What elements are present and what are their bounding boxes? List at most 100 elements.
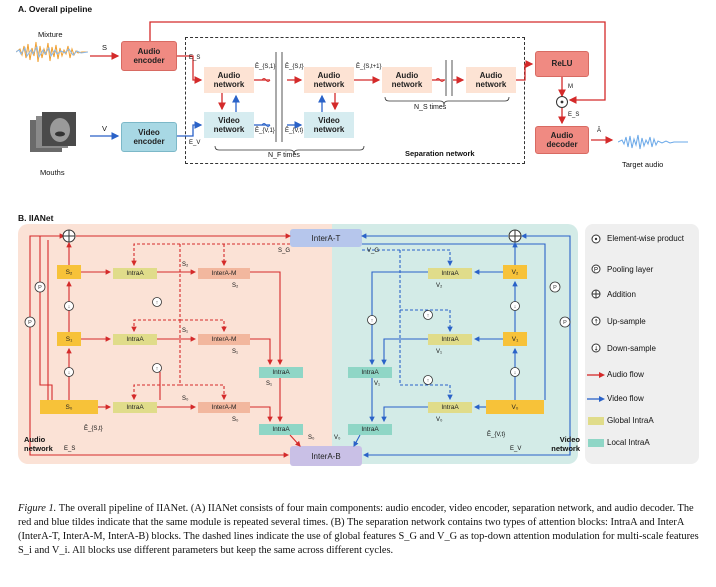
separation-network-label: Separation network — [405, 149, 475, 158]
mixture-label: Mixture — [38, 30, 63, 39]
label-sg: S_G — [278, 248, 291, 254]
label-a: Ā — [597, 128, 602, 134]
legend-item-addition: Addition — [585, 289, 636, 299]
intera-m-1: InterA-M — [198, 334, 250, 345]
audio-intraa-local-0: IntraA — [259, 424, 303, 435]
target-waveform — [618, 134, 688, 150]
video-network-1: Video network — [204, 112, 254, 138]
element-wise-product-icon — [585, 234, 607, 244]
nf-times-label: N_F times — [268, 152, 300, 159]
legend-item-pooling: P Pooling layer — [585, 264, 653, 274]
label-evt-b: Ē_{V,t} — [487, 432, 506, 438]
label-v0-out: V₀ — [436, 417, 443, 423]
caption-lead: Figure 1. — [18, 503, 57, 514]
legend-item-video-flow: Video flow — [585, 394, 644, 403]
svg-text:↑: ↑ — [156, 300, 159, 306]
audio-flow-icon — [585, 371, 607, 379]
separation-network-frame — [185, 37, 525, 164]
video-network-label: Video network — [551, 435, 580, 453]
node-s0: S₀ — [40, 400, 98, 414]
section-b-title: B. IIANet — [18, 213, 54, 223]
svg-text:P: P — [28, 320, 32, 326]
mouths-image — [30, 112, 76, 152]
svg-text:P: P — [594, 268, 598, 274]
audio-intraa-global-2: IntraA — [113, 268, 157, 279]
node-v2: V₂ — [503, 265, 527, 279]
audio-decoder: Audio decoder — [535, 126, 589, 154]
svg-text:↑: ↑ — [156, 366, 159, 372]
svg-text:↓: ↓ — [68, 304, 71, 310]
svg-text:↑: ↑ — [427, 378, 430, 384]
label-es-b: E_S — [64, 446, 76, 452]
label-es-out: E_S — [568, 112, 580, 118]
video-intraa-global-1: IntraA — [428, 334, 472, 345]
label-est: Ē_{S,t} — [285, 64, 304, 70]
audio-network-3: Audio network — [382, 67, 432, 93]
label-s0-bar: S₀ — [182, 396, 189, 402]
audio-encoder: Audio encoder — [121, 41, 177, 71]
up-sample-icon: ↑ — [585, 316, 607, 326]
down-sample-icon: ↓ — [585, 343, 607, 353]
video-intraa-global-2: IntraA — [428, 268, 472, 279]
legend-item-product: Element-wise product — [585, 234, 687, 244]
audio-network-label: Audio network — [24, 435, 53, 453]
addition-icon — [585, 289, 607, 299]
legend-item-global-intraa: Global IntraA — [585, 416, 654, 425]
svg-text:↑: ↑ — [427, 313, 430, 319]
video-network-2: Video network — [304, 112, 354, 138]
svg-text:↓: ↓ — [514, 370, 517, 376]
label-v1-out: V₁ — [436, 349, 443, 355]
label-ev-b: E_V — [510, 446, 522, 452]
caption-text: The overall pipeline of IIANet. (A) IIAN… — [18, 503, 699, 556]
label-s2-bar: S₂ — [182, 262, 189, 268]
global-intraa-icon — [585, 416, 607, 425]
legend-item-audio-flow: Audio flow — [585, 370, 644, 379]
video-intraa-global-0: IntraA — [428, 402, 472, 413]
audio-network-4: Audio network — [466, 67, 516, 93]
label-evt: Ē_{V,t} — [285, 128, 304, 134]
audio-network-1: Audio network — [204, 67, 254, 93]
target-audio-label: Target audio — [622, 160, 664, 169]
section-a-title: A. Overall pipeline — [18, 4, 93, 14]
ns-times-label: N_S times — [414, 104, 447, 111]
label-es1: Ē_{S,1} — [255, 64, 276, 70]
label-est-b: Ē_{S,t} — [84, 426, 103, 432]
node-s1: S₁ — [57, 332, 81, 346]
svg-text:P: P — [38, 285, 42, 291]
legend-item-upsample: ↑ Up-sample — [585, 316, 646, 326]
video-encoder: Video encoder — [121, 122, 177, 152]
label-ev1: Ē_{V,1} — [255, 128, 275, 134]
svg-text:↓: ↓ — [514, 304, 517, 310]
audio-intraa-global-0: IntraA — [113, 402, 157, 413]
label-s2-out: S₂ — [232, 283, 239, 289]
node-v0: V₀ — [486, 400, 544, 414]
svg-text:↑: ↑ — [371, 318, 374, 324]
label-v2-out: V₂ — [436, 283, 443, 289]
label-v1-local: V₁ — [374, 381, 381, 387]
label-vg: V_G — [367, 248, 380, 254]
label-est1: Ē_{S,t+1} — [356, 64, 382, 70]
node-v1: V₁ — [503, 332, 527, 346]
relu-block: ReLU — [535, 51, 589, 77]
mixture-waveform — [16, 41, 88, 63]
svg-text:↑: ↑ — [593, 319, 598, 326]
intera-m-0: InterA-M — [198, 402, 250, 413]
video-intraa-local-0: IntraA — [348, 424, 392, 435]
label-s1-out: S₁ — [232, 349, 239, 355]
audio-intraa-local-1: IntraA — [259, 367, 303, 378]
section-b-connections: PP PP ↓↓ ↓↓ ↑↑ ↑↑↑ — [24, 229, 571, 458]
intera-t-block: InterA-T — [290, 229, 362, 247]
label-ev: E_V — [189, 140, 201, 146]
legend-panel: Element-wise product P Pooling layer Add… — [585, 224, 699, 464]
label-s0-b: S₀ — [308, 435, 315, 441]
video-intraa-local-1: IntraA — [348, 367, 392, 378]
svg-text:P: P — [553, 285, 557, 291]
mouths-label: Mouths — [40, 168, 65, 177]
svg-text:↓: ↓ — [593, 346, 598, 353]
svg-text:P: P — [563, 320, 567, 326]
legend-item-downsample: ↓ Down-sample — [585, 343, 656, 353]
section-a-arrows — [90, 21, 614, 155]
label-v: V — [102, 124, 108, 133]
label-s0-out: S₀ — [232, 417, 239, 423]
local-intraa-icon — [585, 438, 607, 447]
